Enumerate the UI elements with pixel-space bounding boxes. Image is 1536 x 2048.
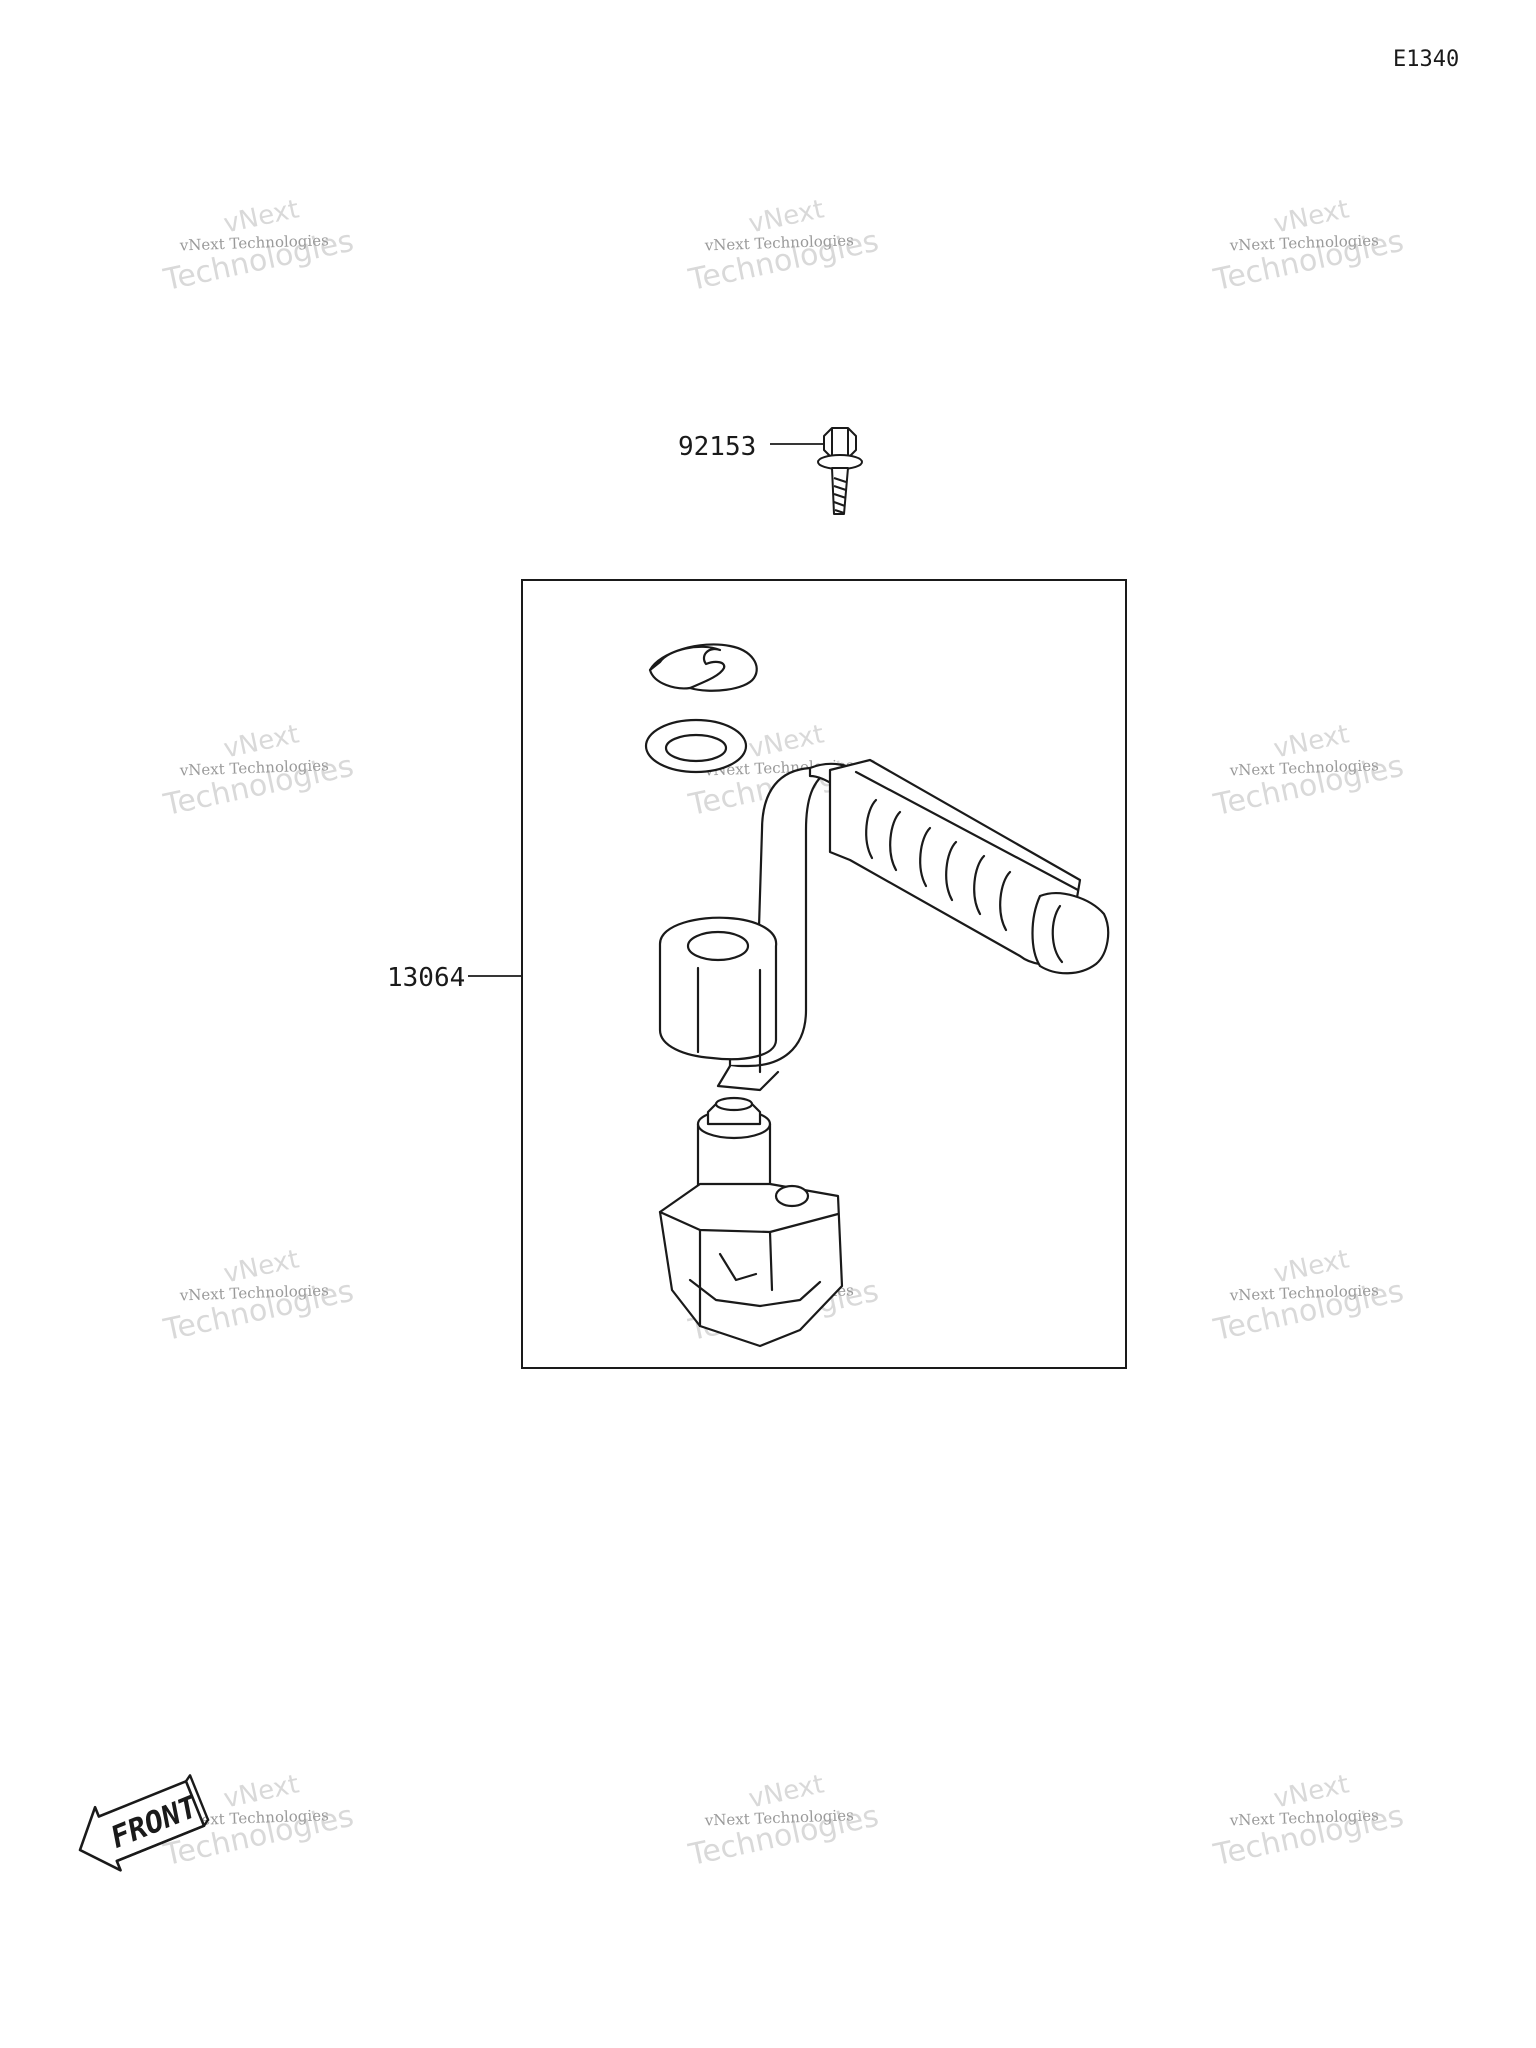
part-number-13064: 13064 [387,963,465,993]
watermark-small-line: vNext Technologies [1228,756,1379,779]
watermark-small-line: vNext Technologies [1228,1806,1379,1829]
clip-icon [648,643,758,692]
watermark-small-line: vNext Technologies [178,756,329,779]
lever-icon [658,758,1110,1092]
assembly-frame [521,579,1127,1369]
washer-icon [644,718,748,774]
part-13064[interactable]: 13064 [387,579,1127,1369]
watermark-small-line: vNext Technologies [703,231,854,254]
bracket-icon [658,1096,844,1348]
watermark-small-line: vNext Technologies [703,1806,854,1829]
watermark-small-line: vNext Technologies [178,1806,329,1829]
front-arrow-icon [78,1779,206,1872]
diagram-code: E1340 [1393,47,1459,72]
watermark-small-line: vNext Technologies [1228,231,1379,254]
part-92153[interactable]: 92153 [678,427,863,515]
bolt-icon [817,427,863,515]
part-number-92153: 92153 [678,432,756,462]
assembly-drawing [644,643,1110,1348]
watermark-small-line: vNext Technologies [178,231,329,254]
watermark-small-line: vNext Technologies [1228,1281,1379,1304]
watermark-small-line: vNext Technologies [178,1281,329,1304]
